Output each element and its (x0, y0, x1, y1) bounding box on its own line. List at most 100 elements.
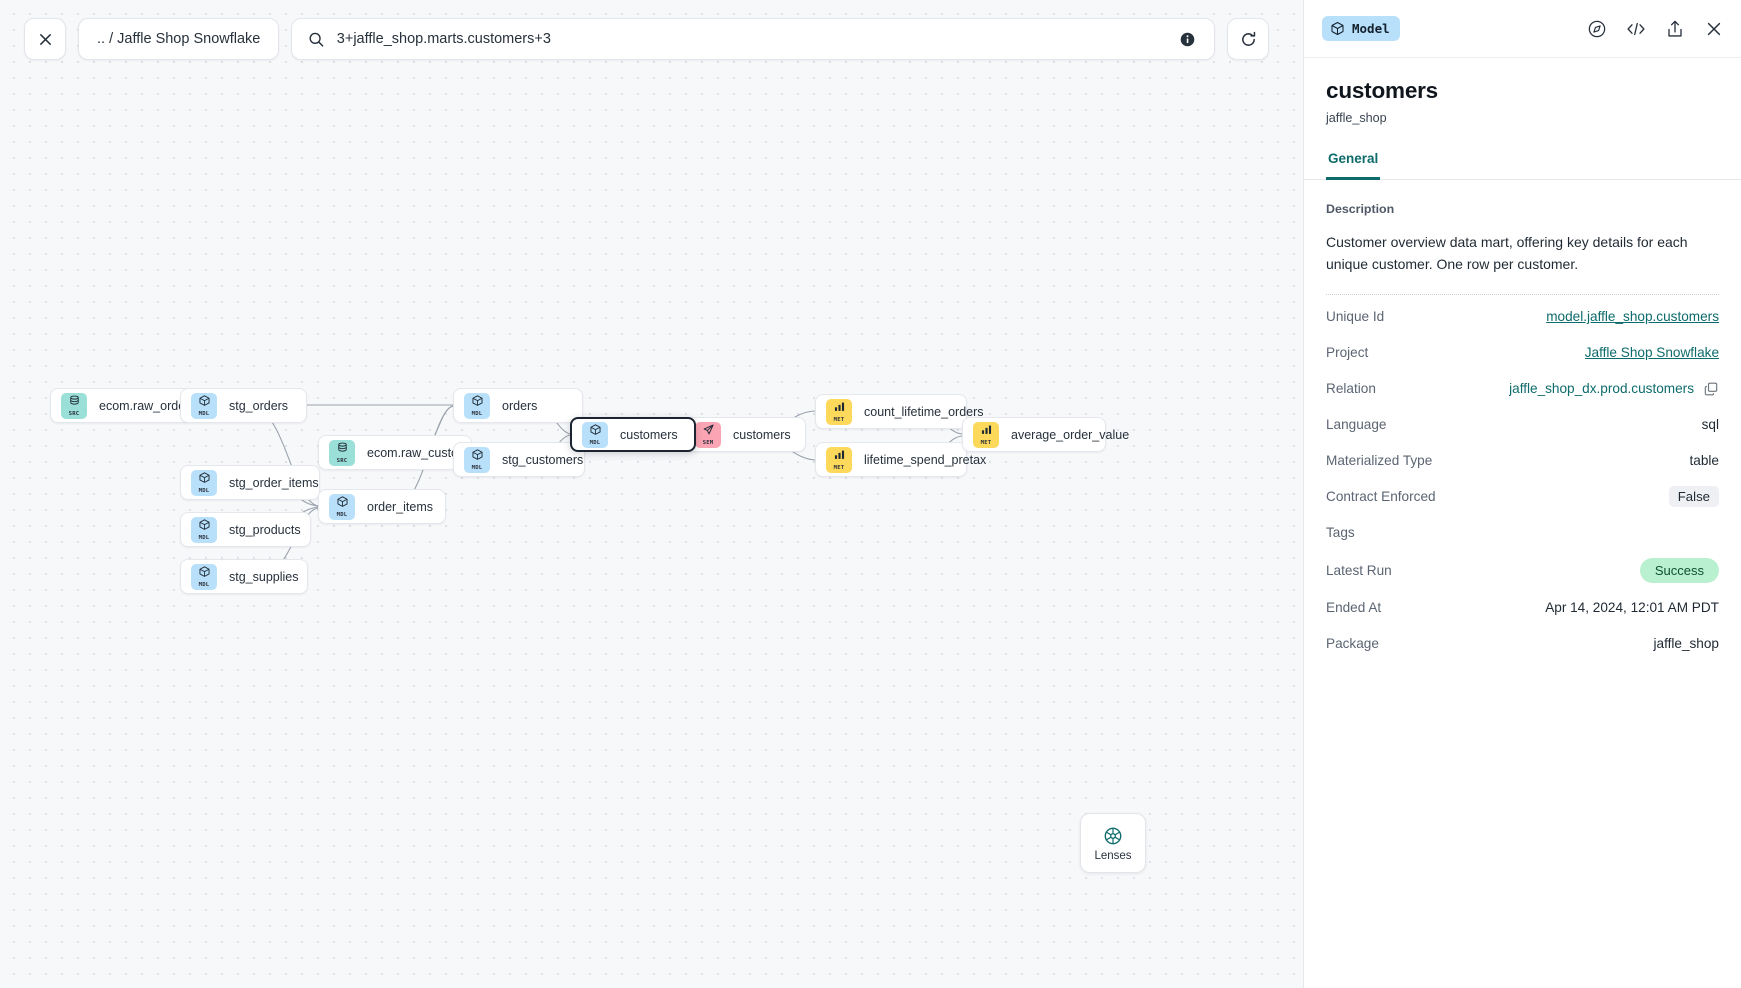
share-icon (1668, 20, 1682, 37)
lens-icon (1104, 827, 1122, 844)
property-row: Ended At Apr 14, 2024, 12:01 AM PDT (1326, 590, 1719, 626)
src-badge-icon: SRC (61, 392, 87, 419)
graph-node-average_order_value[interactable]: MET average_order_value (962, 417, 1129, 452)
property-row: Materialized Type table (1326, 443, 1719, 479)
property-row: Tags (1326, 515, 1719, 551)
close-icon (1707, 22, 1721, 35)
property-value[interactable]: model.jaffle_shop.customers (1546, 309, 1719, 325)
info-button[interactable] (1174, 26, 1200, 52)
section-divider (1326, 293, 1719, 295)
graph-node-label: orders (502, 398, 538, 413)
property-key: Package (1326, 636, 1379, 652)
refresh-icon (1241, 31, 1256, 46)
property-key: Contract Enforced (1326, 489, 1436, 505)
property-value: sql (1701, 417, 1719, 433)
panel-header: customers jaffle_shop (1304, 58, 1741, 125)
property-key: Ended At (1326, 600, 1382, 616)
graph-node-label: customers (620, 427, 678, 442)
graph-node-customers_semantic[interactable]: SEM customers (684, 417, 806, 452)
info-icon (1180, 32, 1195, 46)
breadcrumb-label: .. / Jaffle Shop Snowflake (97, 31, 261, 47)
property-value-wrap: model.jaffle_shop.customers (1546, 309, 1719, 324)
node-type-badge: Model (1322, 16, 1400, 41)
graph-node-label: lifetime_spend_pretax (864, 452, 987, 467)
graph-node-label: average_order_value (1011, 427, 1130, 442)
property-value-wrap: table (1690, 453, 1719, 468)
lineage-canvas[interactable]: .. / Jaffle Shop Snowflake (0, 0, 1303, 988)
panel-actions (1586, 18, 1725, 40)
property-key: Latest Run (1326, 562, 1392, 578)
mdl-badge-icon: MDL (464, 446, 490, 473)
graph-node-label: stg_orders (229, 398, 289, 413)
graph-node-label: stg_products (229, 522, 301, 537)
graph-node-orders[interactable]: MDL orders (453, 388, 583, 423)
graph-node-lifetime_spend_pretax[interactable]: MET lifetime_spend_pretax (815, 442, 986, 477)
panel-content: Description Customer overview data mart,… (1304, 180, 1741, 988)
property-value-wrap: jaffle_shop_dx.prod.customers (1509, 381, 1719, 397)
tab-general[interactable]: General (1326, 151, 1381, 180)
src-badge-icon: SRC (329, 439, 355, 466)
property-key: Unique Id (1326, 309, 1385, 325)
graph-node-label: customers (733, 427, 791, 442)
graph-node-stg_products[interactable]: MDL stg_products (180, 512, 311, 547)
property-key: Project (1326, 345, 1369, 361)
close-panel-button[interactable] (1703, 18, 1725, 40)
share-button[interactable] (1664, 18, 1686, 40)
graph-node-label: count_lifetime_orders (864, 404, 984, 419)
property-value: table (1689, 453, 1719, 469)
explore-icon (1588, 20, 1606, 37)
lineage-search[interactable] (291, 18, 1216, 60)
copy-icon[interactable] (1703, 381, 1719, 397)
panel-tabs: General (1304, 151, 1741, 180)
mdl-badge-icon: MDL (582, 421, 608, 448)
sem-badge-icon: SEM (695, 421, 721, 448)
graph-node-label: stg_customers (502, 452, 584, 467)
description-text: Customer overview data mart, offering ke… (1326, 234, 1688, 273)
close-icon (39, 33, 51, 45)
code-button[interactable] (1625, 18, 1647, 40)
property-value[interactable]: Jaffle Shop Snowflake (1584, 345, 1719, 361)
met-badge-icon: MET (973, 421, 999, 448)
page-title: customers (1326, 78, 1438, 103)
graph-node-label: stg_supplies (229, 569, 299, 584)
property-row: Unique Id model.jaffle_shop.customers (1326, 299, 1719, 335)
property-value-wrap: sql (1702, 417, 1719, 432)
close-lineage-button[interactable] (24, 18, 66, 60)
property-key: Materialized Type (1326, 453, 1433, 469)
panel-toolbar: Model (1304, 0, 1741, 58)
canvas-toolbar: .. / Jaffle Shop Snowflake (24, 18, 1270, 60)
graph-node-stg_customers[interactable]: MDL stg_customers (453, 442, 585, 477)
property-row: Project Jaffle Shop Snowflake (1326, 335, 1719, 371)
property-key: Language (1326, 417, 1387, 433)
graph-node-stg_orders[interactable]: MDL stg_orders (180, 388, 307, 423)
code-icon (1627, 22, 1645, 35)
property-value[interactable]: jaffle_shop_dx.prod.customers (1509, 381, 1694, 397)
property-key: Tags (1326, 525, 1355, 541)
property-value-wrap: jaffle_shop (1653, 636, 1719, 651)
mdl-badge-icon: MDL (191, 563, 217, 590)
mdl-badge-icon: MDL (191, 516, 217, 543)
property-value: False (1668, 486, 1719, 508)
search-icon (309, 32, 324, 47)
mdl-badge-icon: MDL (464, 392, 490, 419)
property-value-wrap: Apr 14, 2024, 12:01 AM PDT (1545, 600, 1719, 615)
property-value-wrap: False (1668, 486, 1719, 508)
met-badge-icon: MET (826, 446, 852, 473)
property-value-wrap: Jaffle Shop Snowflake (1585, 345, 1719, 360)
search-input[interactable] (336, 31, 1175, 47)
property-row: Language sql (1326, 407, 1719, 443)
graph-node-stg_supplies[interactable]: MDL stg_supplies (180, 559, 308, 594)
graph-node-customers_model[interactable]: MDL customers (570, 417, 696, 452)
lenses-button[interactable]: Lenses (1080, 813, 1146, 873)
mdl-badge-icon: MDL (191, 469, 217, 496)
mdl-badge-icon: MDL (191, 392, 217, 419)
explore-button[interactable] (1586, 18, 1608, 40)
breadcrumb[interactable]: .. / Jaffle Shop Snowflake (78, 18, 280, 60)
property-row: Contract Enforced False (1326, 479, 1719, 515)
refresh-button[interactable] (1227, 18, 1270, 60)
